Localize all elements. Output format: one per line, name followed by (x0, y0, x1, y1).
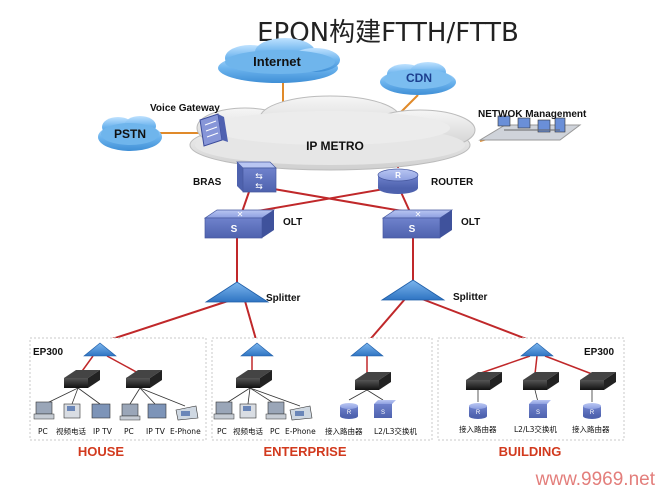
cdn-label: CDN (406, 71, 432, 85)
device-label: E-Phone (285, 427, 316, 436)
svg-text:S: S (409, 224, 416, 235)
house-box (29, 337, 207, 441)
pstn-cloud: PSTN (98, 116, 162, 151)
onu-icon (126, 370, 162, 388)
network-management-icon (478, 115, 582, 141)
onu-icon (236, 370, 272, 388)
splitter-right-icon (380, 279, 446, 301)
access-router-icon: R (340, 403, 358, 419)
svg-text:R: R (476, 410, 481, 416)
svg-text:S: S (231, 224, 238, 235)
enterprise-title: ENTERPRISE (263, 444, 346, 459)
splitter-right-label: Splitter (453, 292, 488, 303)
device-label: 接入路由器 (459, 424, 497, 434)
router-label: ROUTER (431, 177, 474, 188)
device-label: E-Phone (170, 427, 201, 436)
onu-icon (466, 372, 502, 390)
e-phone-icon (175, 405, 199, 421)
olt-left-icon: S ✕ (203, 209, 276, 239)
pc-icon (33, 401, 55, 420)
ep300-right-label: EP300 (584, 347, 614, 358)
internet-cloud: Internet (218, 38, 340, 83)
svg-text:✕: ✕ (415, 210, 422, 219)
pc-icon (213, 401, 235, 420)
voice-gateway-icon (199, 113, 228, 147)
device-label: IP TV (93, 427, 113, 436)
network-management-label: NETWOK Management (478, 109, 587, 120)
splitter-left-icon (204, 281, 270, 303)
ip-metro-label: IP METRO (306, 139, 364, 153)
video-phone-icon (63, 403, 81, 419)
olt-right-label: OLT (461, 217, 480, 228)
device-label: 视频电话 (233, 426, 263, 436)
house-title: HOUSE (78, 444, 125, 459)
router-icon: R (377, 168, 419, 194)
iptv-icon (147, 403, 167, 419)
device-label: 接入路由器 (572, 424, 610, 434)
device-links (44, 387, 593, 407)
device-label: IP TV (146, 427, 166, 436)
bras-icon: ⇆ ⇆ (236, 161, 277, 193)
building-title: BUILDING (499, 444, 562, 459)
svg-text:R: R (395, 171, 401, 180)
sub-splitter-enterprise-left-icon (240, 342, 274, 357)
pstn-label: PSTN (114, 127, 146, 141)
device-label: PC (38, 427, 48, 436)
watermark: www.9969.net (535, 469, 656, 490)
bras-label: BRAS (193, 177, 222, 188)
sub-splitter-enterprise-right-icon (350, 342, 384, 357)
l2l3-switch-icon: S (374, 400, 396, 418)
device-label: PC (270, 427, 280, 436)
l2l3-switch-icon: S (529, 400, 551, 418)
olt-right-icon: S ✕ (381, 209, 454, 239)
e-phone-icon (289, 405, 313, 421)
svg-text:S: S (381, 410, 385, 416)
onu-icon (523, 372, 559, 390)
pc-icon (265, 401, 287, 420)
svg-text:R: R (347, 410, 352, 416)
onu-icon (64, 370, 100, 388)
iptv-icon (91, 403, 111, 419)
device-label: PC (124, 427, 134, 436)
device-label: 接入路由器 (325, 426, 363, 436)
pc-icon (119, 403, 141, 421)
splitter-left-label: Splitter (266, 293, 301, 304)
device-labels: PC 视频电话 IP TV PC IP TV E-Phone PC 视频电话 P… (38, 424, 610, 436)
device-label: 视频电话 (56, 426, 86, 436)
access-router-icon: R (469, 403, 487, 419)
device-label: PC (217, 427, 227, 436)
internet-label: Internet (253, 54, 301, 69)
sub-splitter-house-icon (83, 342, 117, 357)
svg-text:R: R (590, 410, 595, 416)
onu-icon (580, 372, 616, 390)
device-label: L2/L3交换机 (374, 426, 417, 436)
device-label: L2/L3交换机 (514, 424, 557, 434)
svg-text:⇆: ⇆ (255, 181, 263, 191)
ep300-left-label: EP300 (33, 347, 63, 358)
svg-text:⇆: ⇆ (255, 171, 263, 181)
video-phone-icon (239, 403, 257, 419)
svg-text:S: S (536, 410, 540, 416)
ip-metro-cloud: IP METRO (189, 95, 476, 171)
sub-splitter-building-icon (520, 342, 554, 357)
olt-left-label: OLT (283, 217, 302, 228)
cdn-cloud: CDN (380, 62, 456, 95)
access-router-icon: R (583, 403, 601, 419)
voice-gateway-label: Voice Gateway (150, 103, 220, 114)
svg-text:✕: ✕ (237, 210, 244, 219)
onu-icon (355, 372, 391, 390)
